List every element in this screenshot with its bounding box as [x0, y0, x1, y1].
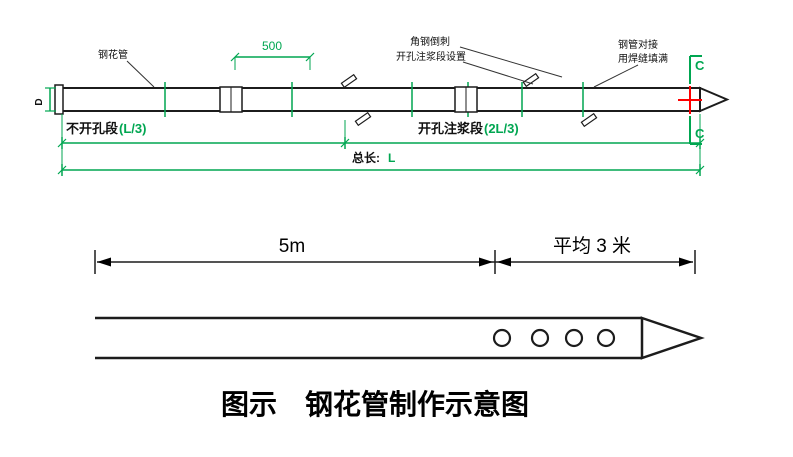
joint-callout-line2: 用焊缝填满 [618, 52, 668, 65]
leader-line [459, 46, 563, 78]
dim-tick [230, 52, 240, 62]
pipe-left-cap [54, 84, 64, 115]
joint-callout: 钢管对接 用焊缝填满 [593, 38, 668, 88]
left-dim-text: 5m [279, 236, 305, 257]
dim-500-text: 500 [262, 39, 282, 53]
leader-line [126, 60, 155, 88]
barb-callout-line1: 角钢倒刺 [410, 35, 450, 48]
pipe-coupler [454, 86, 478, 113]
arrowhead-right [479, 257, 493, 267]
solid-segment-dim: (L/3) [119, 121, 146, 136]
caption: 图示 钢花管制作示意图 [221, 388, 529, 420]
barb [522, 72, 540, 88]
pipe-coupler [219, 86, 243, 113]
leader-line [462, 61, 534, 85]
total-length-label: 总长: [352, 150, 380, 165]
grout-hole [530, 328, 550, 348]
lower-drawing: 5m 平均 3 米 [94, 235, 705, 360]
section-marks: C C [678, 55, 705, 145]
grout-hole [564, 328, 584, 348]
barb-plate [354, 111, 372, 127]
total-length-value: L [388, 151, 395, 165]
segment-dim-line [57, 137, 705, 149]
barb-plate [580, 112, 598, 128]
section-label-top: C [695, 58, 705, 73]
right-dim-text: 平均 3 米 [553, 235, 631, 257]
arrowhead-left [497, 257, 511, 267]
diameter-label: D [34, 98, 45, 105]
lower-pipe [95, 316, 705, 360]
total-length: 总长: L [57, 114, 705, 176]
upper-pipe [54, 72, 730, 128]
perforated-segment-dim: (2L/3) [484, 121, 519, 136]
pipe-tip [640, 316, 705, 360]
solid-segment-label: 不开孔段 [66, 121, 118, 136]
pipe-tip [699, 86, 730, 113]
joint-callout-line1: 钢管对接 [618, 38, 658, 51]
barb-callout: 角钢倒刺 开孔注浆段设置 [396, 35, 563, 85]
pipe-callout-text: 钢花管 [98, 48, 128, 61]
barb-plate [522, 72, 540, 88]
diameter-dim: D [34, 87, 56, 112]
grout-hole [492, 328, 512, 348]
barb [354, 111, 372, 127]
pipe-body [61, 87, 701, 112]
barb-plate [340, 73, 358, 89]
barb-callout-line2: 开孔注浆段设置 [396, 50, 466, 63]
dim-tick [305, 52, 315, 62]
barb [340, 73, 358, 89]
barb [580, 112, 598, 128]
leader-line [593, 64, 639, 88]
arrowhead-right [679, 257, 693, 267]
grout-hole [596, 328, 616, 348]
upper-drawing: 500 钢花管 角钢倒刺 开孔注浆段设置 钢管对接 用焊缝填满 [34, 35, 730, 176]
arrowhead-left [97, 257, 111, 267]
dim-500: 500 [230, 39, 315, 70]
lower-dimensions: 5m 平均 3 米 [94, 235, 696, 274]
segment-labels: 不开孔段 (L/3) 开孔注浆段 (2L/3) [66, 121, 519, 136]
pipe-callout: 钢花管 [98, 48, 155, 88]
perforated-segment-label: 开孔注浆段 [418, 121, 483, 136]
